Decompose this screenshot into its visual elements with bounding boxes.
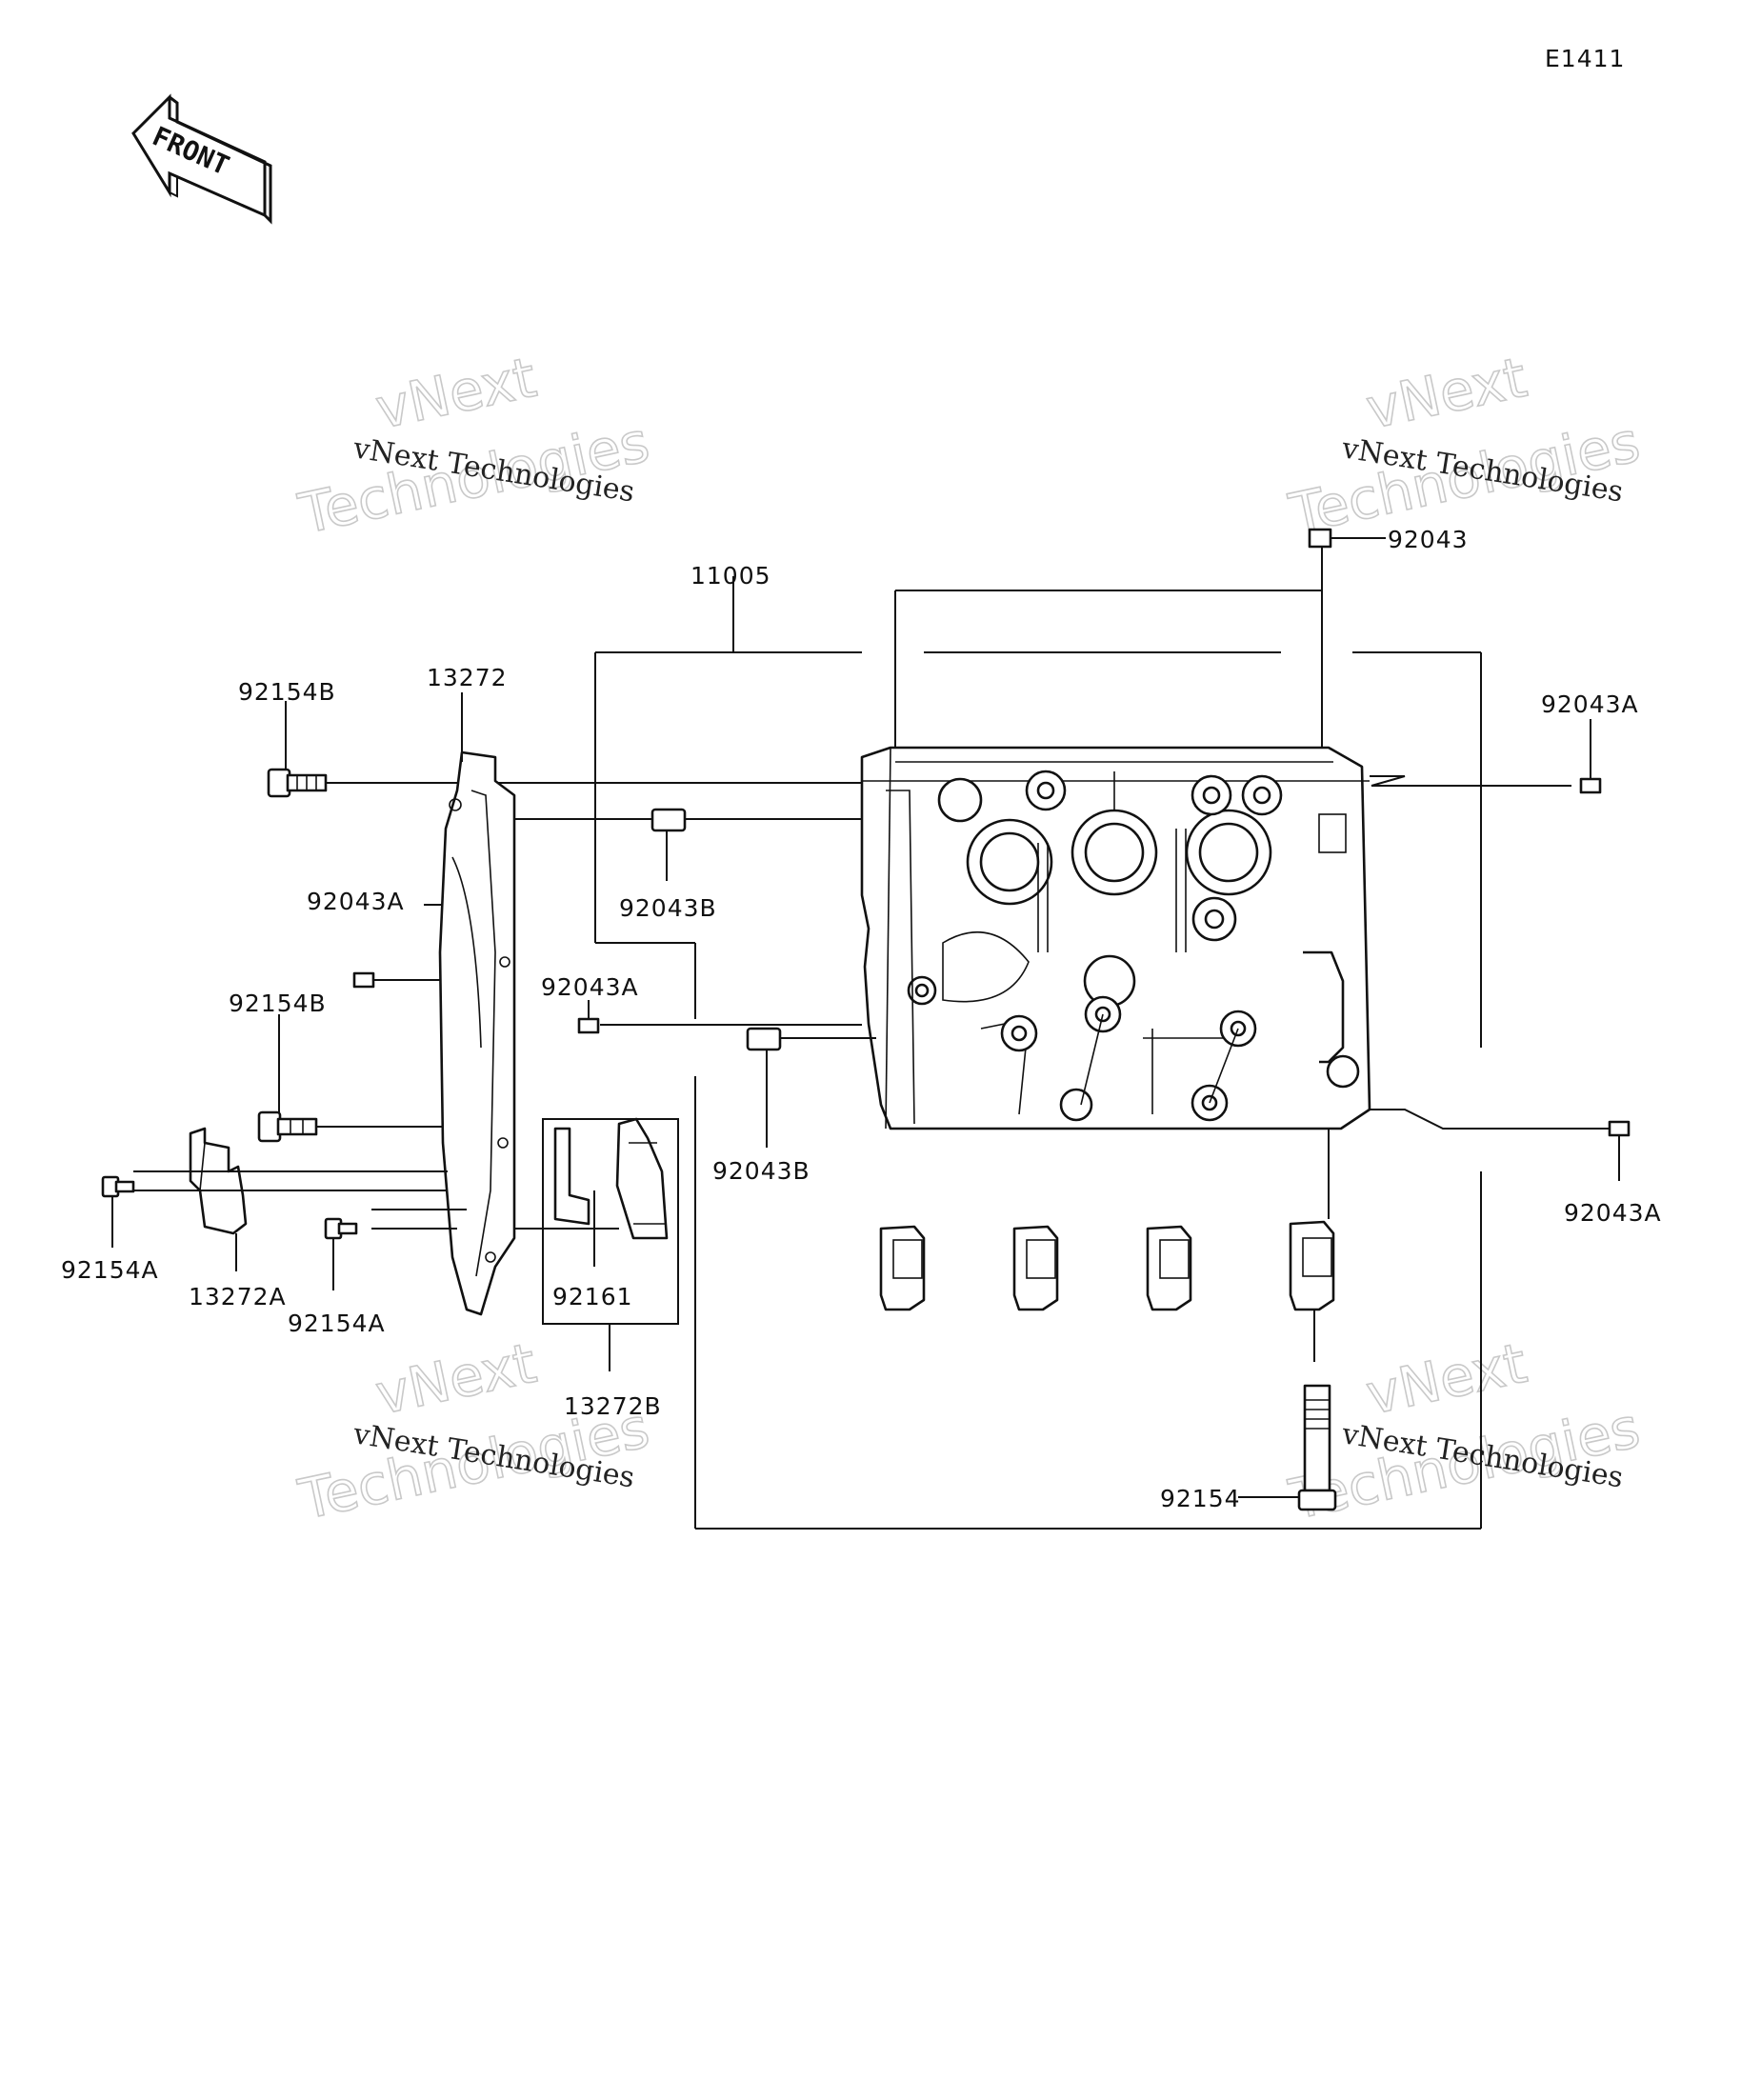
- dowel-92043: [1308, 528, 1332, 549]
- assembly-box-13272B: [514, 1117, 679, 1371]
- label-13272: 13272: [427, 664, 508, 691]
- watermark-vnext: vNext: [370, 345, 542, 442]
- label-13272A: 13272A: [189, 1283, 287, 1310]
- dowel-92043A-right-bottom: [1608, 1120, 1631, 1137]
- bearing-caps: [879, 1220, 1335, 1311]
- label-92043A-middle: 92043A: [541, 973, 639, 1001]
- label-92154: 92154: [1160, 1485, 1241, 1512]
- dowel-92043B-bottom: [746, 1027, 782, 1051]
- assembly-bracket-11005: [594, 548, 1482, 1530]
- bearing-cap-4: [1289, 1220, 1335, 1311]
- bolt-92154B-lower: [257, 1014, 443, 1143]
- watermark-vnext: vNext: [1361, 1330, 1532, 1428]
- diagram-id: E1411: [1545, 45, 1625, 72]
- label-11005: 11005: [690, 562, 771, 590]
- watermark-vnext: vNext: [1361, 345, 1532, 442]
- watermark-top-right: vNext Technologies vNext Technologies: [1283, 344, 1646, 548]
- label-92154B-top: 92154B: [238, 678, 336, 706]
- label-92043A-right-top: 92043A: [1541, 690, 1639, 718]
- watermark-top-left: vNext Technologies vNext Technologies: [292, 344, 655, 548]
- bolt-92154: [1238, 1384, 1337, 1511]
- label-92154B-lower: 92154B: [229, 990, 327, 1017]
- bearing-cap-2: [1012, 1225, 1059, 1311]
- label-92043B-top: 92043B: [619, 894, 717, 922]
- label-92154A-left: 92154A: [61, 1256, 159, 1284]
- watermark-bottom-left: vNext Technologies vNext Technologies: [292, 1330, 655, 1533]
- leader-lines: [324, 537, 1610, 1362]
- watermark-bottom-right: vNext Technologies vNext Technologies: [1283, 1330, 1646, 1533]
- bearing-cap-1: [879, 1225, 926, 1311]
- label-92161: 92161: [552, 1283, 633, 1310]
- label-92154A-right: 92154A: [288, 1310, 386, 1337]
- bolt-92154A-right: [324, 1209, 467, 1290]
- label-92043: 92043: [1388, 526, 1469, 553]
- bracket-13272A: [133, 1127, 448, 1271]
- watermark-vnext: vNext: [370, 1330, 542, 1428]
- bolt-92154B-top: [267, 701, 328, 798]
- label-92043A-left: 92043A: [307, 888, 405, 915]
- dowel-92043B-top: [650, 808, 687, 832]
- plate-13272: [438, 692, 516, 1316]
- dowel-92043A-left: [352, 971, 375, 989]
- label-13272B: 13272B: [564, 1392, 662, 1420]
- bolt-92154A-left: [101, 1175, 135, 1248]
- front-direction-arrow-icon: FRONT: [131, 93, 272, 225]
- crankcase-11005: [860, 746, 1371, 1130]
- label-92043B-bottom: 92043B: [712, 1157, 810, 1185]
- bearing-cap-3: [1146, 1225, 1192, 1311]
- dowel-92043A-middle: [577, 1017, 600, 1034]
- dowel-92043A-right-top: [1579, 777, 1602, 794]
- label-92043A-right-bottom: 92043A: [1564, 1199, 1662, 1227]
